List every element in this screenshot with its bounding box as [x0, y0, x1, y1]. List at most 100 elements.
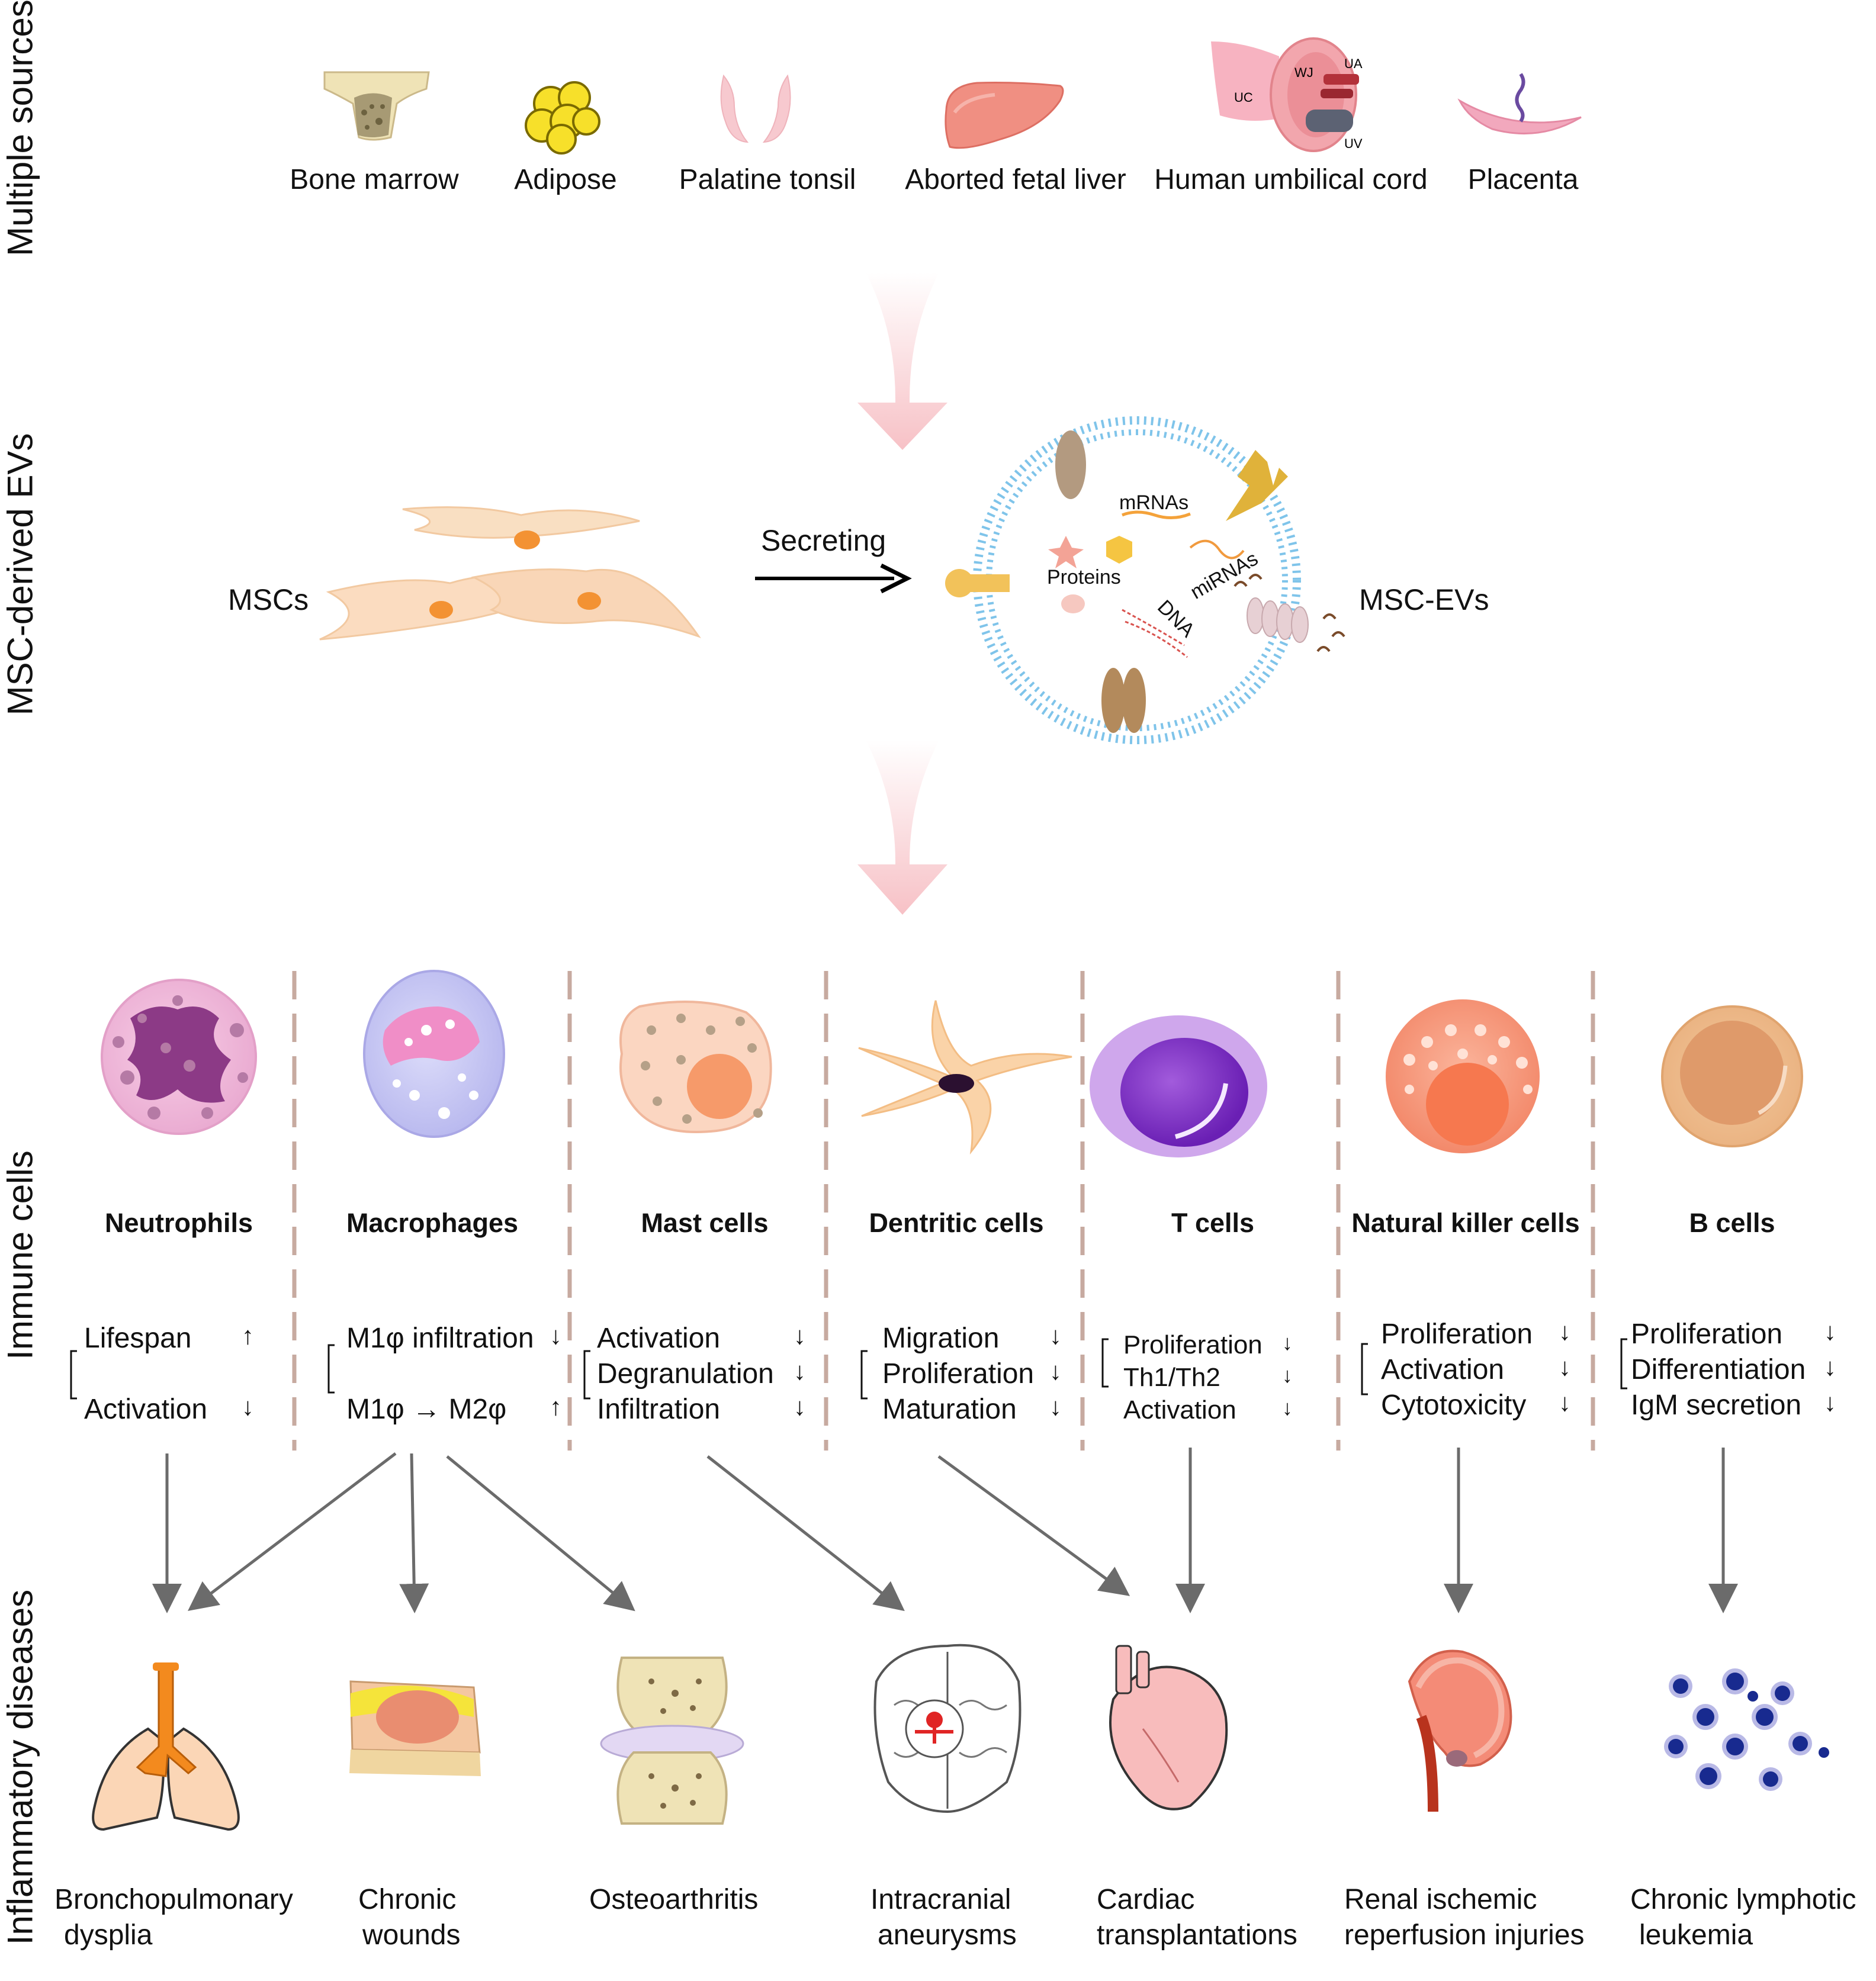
flow-arrow-evs-to-cells [857, 740, 947, 915]
source-label-adipose: Adipose [514, 164, 617, 195]
placenta-icon [1457, 73, 1582, 134]
disease-label-line: Cardiac [1097, 1884, 1195, 1915]
effect-text: Proliferation [882, 1358, 1035, 1390]
umbilical-cord-icon: UC WJ UA UV [1211, 37, 1363, 152]
mscs-illustration [319, 506, 701, 641]
nk-cell-icon [1386, 999, 1540, 1153]
effect-text: M1φ → M2φ [346, 1394, 507, 1425]
liver-icon [945, 82, 1064, 149]
effect-text: Activation [1123, 1395, 1236, 1424]
effect-text: Th1/Th2 [1123, 1363, 1220, 1392]
secreting-label: Secreting [761, 524, 886, 557]
cell-title-t-cells: T cells [1171, 1208, 1255, 1238]
effect-text: Maturation [882, 1394, 1017, 1425]
effect-arrow: ↓ [794, 1321, 806, 1349]
effect-arrow: ↓ [1049, 1357, 1062, 1385]
disease-label-line: Renal ischemic [1344, 1884, 1537, 1915]
effect-arrow: ↓ [1559, 1388, 1571, 1416]
leukemia-cells-icon [1664, 1668, 1829, 1791]
lungs-icon [92, 1662, 240, 1831]
effect-text: Proliferation [1381, 1318, 1533, 1350]
cell-to-disease-links [152, 1448, 1738, 1613]
disease-label-line: transplantations [1097, 1919, 1297, 1951]
effect-arrow: ↓ [1282, 1395, 1293, 1420]
macrophage-cell-icon [363, 970, 505, 1138]
effect-text: Migration [882, 1323, 1000, 1354]
effect-text: Infiltration [597, 1394, 721, 1425]
effect-text: Activation [84, 1394, 208, 1425]
effect-arrow: ↓ [1049, 1393, 1062, 1420]
effect-text: Proliferation [1123, 1330, 1263, 1359]
column-dividers [292, 971, 1595, 1451]
secreting-arrowhead [880, 563, 912, 594]
joint-icon [600, 1657, 744, 1825]
effect-arrow: ↓ [1049, 1321, 1062, 1349]
cord-label-uv: UV [1344, 136, 1363, 151]
effect-text: Activation [1381, 1354, 1505, 1385]
neutrophil-cell-icon [101, 979, 257, 1135]
msc-evs-label: MSC-EVs [1359, 583, 1489, 616]
disease-label-line: reperfusion injuries [1344, 1919, 1585, 1951]
heart-icon [1109, 1645, 1228, 1810]
flow-arrow-sources-to-evs [857, 272, 947, 450]
cord-label-uc: UC [1234, 90, 1253, 105]
b-cell-icon [1661, 1005, 1803, 1147]
effect-text: Proliferation [1631, 1318, 1783, 1350]
effect-arrow: ↓ [794, 1357, 806, 1385]
dendritic-cell-icon [858, 1000, 1072, 1155]
effect-text: IgM secretion [1631, 1390, 1802, 1421]
effect-text: Activation [597, 1323, 721, 1354]
cell-title-nk-cells: Natural killer cells [1351, 1208, 1580, 1238]
t-cell-icon [1090, 1015, 1267, 1157]
effect-text: Cytotoxicity [1381, 1390, 1527, 1421]
adipose-icon [525, 81, 600, 155]
effect-text: Differentiation [1631, 1354, 1806, 1385]
tonsil-icon [720, 74, 791, 143]
wound-icon [349, 1680, 481, 1776]
brain-icon [873, 1644, 1021, 1813]
mscs-label: MSCs [228, 583, 309, 616]
disease-label-line: Intracranial [870, 1884, 1011, 1915]
source-label-palatine-tonsil: Palatine tonsil [679, 164, 856, 195]
section-label-immune: Immune cells [0, 1150, 40, 1360]
kidney-icon [1408, 1649, 1512, 1812]
disease-label-line: Chronic [358, 1884, 457, 1915]
disease-label-line: Osteoarthritis [589, 1884, 759, 1915]
proteins-label: Proteins [1047, 566, 1121, 588]
effect-text: Lifespan [84, 1323, 192, 1354]
source-label-umbilical-cord: Human umbilical cord [1154, 164, 1428, 195]
disease-label-line: aneurysms [878, 1919, 1017, 1951]
disease-label-line: wounds [362, 1919, 461, 1951]
bone-marrow-icon [323, 71, 430, 141]
cell-title-neutrophils: Neutrophils [104, 1208, 253, 1238]
effect-arrow: ↑ [242, 1321, 254, 1349]
effect-arrow: ↓ [794, 1393, 806, 1420]
disease-label-line: leukemia [1639, 1919, 1753, 1951]
effect-arrow: ↓ [1282, 1330, 1293, 1355]
cell-title-dentritic-cells: Dentritic cells [869, 1208, 1044, 1238]
effect-arrow: ↓ [1824, 1317, 1836, 1345]
mast-cell-icon [619, 1001, 772, 1133]
effect-text: M1φ infiltration [346, 1323, 534, 1354]
source-label-bone-marrow: Bone marrow [290, 164, 459, 195]
mrnas-label: mRNAs [1119, 491, 1189, 514]
source-label-fetal-liver: Aborted fetal liver [905, 164, 1126, 195]
disease-label-line: Bronchopulmonary [54, 1884, 293, 1915]
effect-brackets [70, 1338, 1627, 1400]
section-label-evs: MSC-derived EVs [0, 433, 40, 716]
cord-label-ua: UA [1344, 56, 1363, 71]
effect-arrow: ↓ [1824, 1353, 1836, 1381]
section-label-sources: Multiple sources [0, 0, 40, 256]
cord-label-wj: WJ [1294, 65, 1313, 80]
effect-arrow: ↓ [1282, 1363, 1293, 1387]
effect-arrow: ↓ [1824, 1388, 1836, 1416]
effect-arrow: ↓ [550, 1321, 562, 1349]
cell-title-b-cells: B cells [1689, 1208, 1775, 1238]
effect-arrow: ↓ [1559, 1317, 1571, 1345]
cell-title-mast-cells: Mast cells [641, 1208, 769, 1238]
source-label-placenta: Placenta [1467, 164, 1579, 195]
disease-label-line: Chronic lymphotic [1630, 1884, 1856, 1915]
effect-arrow: ↑ [550, 1393, 562, 1420]
effect-arrow: ↓ [1559, 1353, 1571, 1381]
